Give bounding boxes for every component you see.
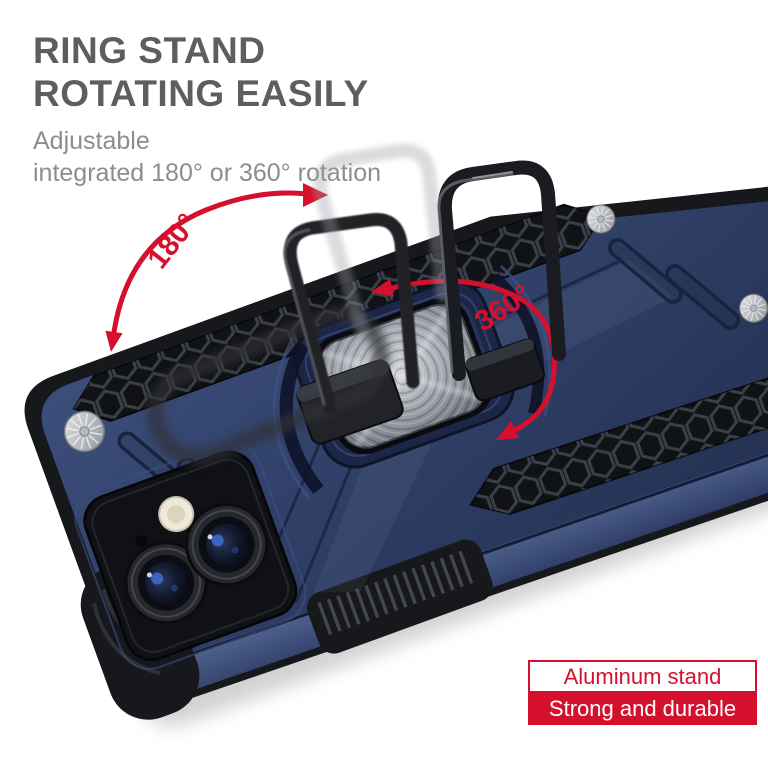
ring-hinge-bracket: [464, 338, 546, 402]
arc-360-arrowheads: [371, 279, 519, 440]
ring-position-tilted: [283, 213, 420, 415]
label-180-degrees: 180°: [142, 208, 204, 275]
honeycomb-strip-bottom: [469, 325, 768, 515]
camera-module: [74, 441, 307, 670]
grip-ribs: [317, 550, 474, 636]
feature-badges: Aluminum stand Strong and durable: [528, 660, 757, 725]
camera-flash: [158, 496, 195, 533]
badge-aluminum-stand: Aluminum stand: [528, 660, 757, 693]
ring-stand-upright: [437, 160, 566, 381]
arc-180: [111, 190, 310, 335]
camera-mic-hole: [135, 535, 148, 548]
subtitle-line-1: Adjustable: [33, 126, 150, 155]
phone-case: [24, 175, 768, 720]
title-line-1: RING STAND: [33, 30, 266, 71]
ring-ghost-position: [313, 143, 450, 337]
title-line-2: ROTATING EASILY: [33, 72, 369, 114]
ring-motion-blur-flat: [147, 306, 390, 465]
badge-strong-durable: Strong and durable: [528, 693, 757, 725]
